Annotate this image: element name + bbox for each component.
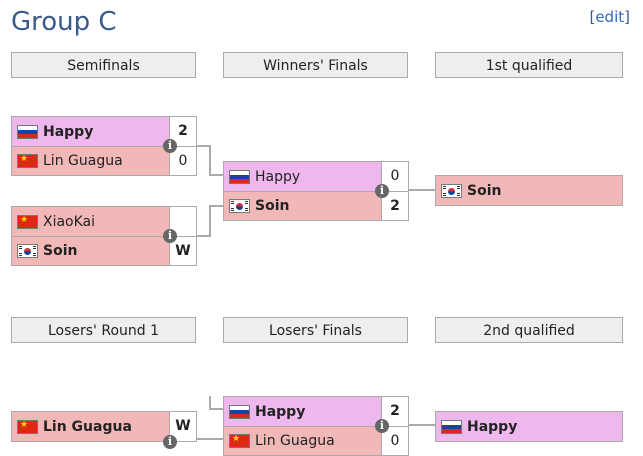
connector-line — [197, 438, 223, 440]
header-semifinals: Semifinals — [11, 52, 196, 78]
ru-flag-icon — [441, 419, 462, 434]
player-name[interactable]: Soin — [43, 243, 78, 259]
player-name-cell: Soin — [224, 198, 381, 214]
edit-link-wrapper: [edit] — [589, 8, 630, 26]
connector-line — [209, 205, 211, 237]
edit-bracket-close: ] — [624, 8, 630, 26]
player-name[interactable]: XiaoKai — [43, 213, 96, 230]
connector-line — [409, 189, 435, 191]
ru-flag-icon — [229, 169, 250, 184]
header-losers-finals: Losers' Finals — [223, 317, 408, 343]
ru-flag-icon — [17, 124, 38, 139]
player-name[interactable]: Happy — [43, 123, 94, 140]
info-icon[interactable]: i — [163, 435, 177, 449]
cn-flag-icon — [229, 434, 250, 448]
edit-link[interactable]: edit — [595, 8, 625, 26]
player-name[interactable]: Soin — [255, 198, 290, 214]
connector-line — [409, 424, 435, 426]
edit-bracket-open: [ — [589, 8, 596, 26]
player-name-cell: Soin — [12, 243, 169, 259]
kr-flag-icon — [17, 244, 38, 258]
info-icon[interactable]: i — [375, 184, 389, 198]
player-name-cell: Happy — [224, 404, 381, 420]
header-second-qualified: 2nd qualified — [435, 317, 623, 343]
info-icon[interactable]: i — [375, 419, 389, 433]
connector-line — [209, 174, 223, 176]
player-name[interactable]: Soin — [467, 182, 502, 199]
kr-flag-icon — [229, 199, 250, 213]
cn-flag-icon — [17, 419, 38, 434]
header-winners-finals: Winners' Finals — [223, 52, 408, 78]
header-losers-round-1: Losers' Round 1 — [11, 317, 196, 343]
connector-line — [197, 145, 211, 147]
player-name-cell: XiaoKai — [12, 214, 169, 230]
ru-flag-icon — [229, 404, 250, 419]
match-row-winner: Soin 2 — [224, 191, 408, 220]
page-title: Group C — [11, 7, 117, 37]
match-row-loser: XiaoKai — [12, 207, 196, 236]
qualified-row: Soin — [436, 176, 622, 205]
cn-flag-icon — [17, 214, 38, 229]
player-name-cell: Happy — [436, 419, 622, 435]
player-score: 2 — [169, 117, 196, 146]
connector-line — [197, 235, 211, 237]
match-winners-final: Happy 0 Soin 2 — [223, 161, 409, 221]
player-name-cell: Happy — [12, 124, 169, 140]
connector-line — [209, 145, 211, 176]
connector-line — [209, 408, 223, 410]
qualified-row: Happy — [436, 412, 622, 441]
connector-line — [209, 396, 211, 410]
player-score: 2 — [381, 397, 408, 426]
player-name-cell: Lin Guagua — [12, 419, 169, 435]
info-icon[interactable]: i — [163, 139, 177, 153]
kr-flag-icon — [441, 183, 462, 198]
player-name[interactable]: Happy — [467, 418, 518, 435]
match-row-loser: Lin Guagua 0 — [12, 146, 196, 175]
match-semifinal-1: Happy 2 Lin Guagua 0 — [11, 116, 197, 176]
player-name[interactable]: Lin Guagua — [43, 153, 123, 169]
first-qualified-slot: Soin — [435, 175, 623, 206]
player-name-cell: Soin — [436, 183, 622, 199]
player-name-cell: Happy — [224, 169, 381, 185]
player-name[interactable]: Lin Guagua — [255, 433, 335, 449]
player-name-cell: Lin Guagua — [12, 153, 169, 169]
player-name[interactable]: Lin Guagua — [43, 418, 132, 435]
second-qualified-slot: Happy — [435, 411, 623, 442]
player-name[interactable]: Happy — [255, 168, 301, 185]
header-first-qualified: 1st qualified — [435, 52, 623, 78]
player-score: W — [169, 412, 196, 441]
player-name[interactable]: Happy — [255, 403, 306, 420]
player-name-cell: Lin Guagua — [224, 433, 381, 449]
cn-flag-icon — [17, 154, 38, 168]
info-icon[interactable]: i — [163, 229, 177, 243]
connector-line — [209, 205, 223, 207]
